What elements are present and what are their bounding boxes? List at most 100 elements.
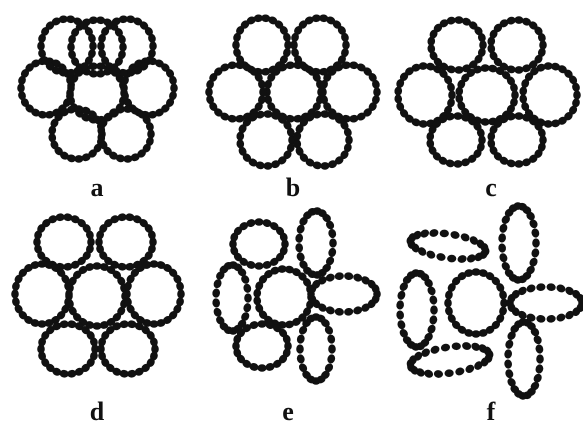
bead — [327, 247, 337, 258]
panel-b — [205, 14, 381, 170]
bead — [326, 334, 336, 345]
bead — [504, 359, 513, 369]
bead — [535, 364, 545, 375]
bead — [329, 238, 337, 247]
bead — [428, 295, 438, 306]
ring-f-2 — [498, 202, 541, 284]
panel-label-c: c — [485, 173, 497, 202]
bead — [428, 315, 438, 326]
bead — [555, 283, 567, 294]
bead — [123, 289, 131, 298]
bead — [440, 343, 451, 352]
bead — [257, 320, 266, 328]
panel-label-f: f — [487, 397, 496, 426]
bead — [451, 342, 461, 350]
bead — [254, 218, 263, 226]
bead — [212, 298, 221, 308]
bead — [334, 307, 344, 316]
bead — [546, 314, 556, 323]
bead — [450, 230, 461, 240]
bead — [535, 344, 545, 355]
bead — [344, 272, 354, 281]
bead — [65, 289, 73, 298]
bead — [212, 307, 223, 319]
ring-f-3 — [396, 269, 439, 351]
ring-d-6 — [97, 320, 159, 378]
bead — [296, 353, 306, 364]
panel-f — [396, 202, 583, 400]
bead — [11, 289, 19, 298]
bead — [257, 364, 266, 372]
panel-label-e: e — [282, 397, 294, 426]
bead — [327, 228, 337, 239]
bead — [296, 334, 306, 345]
bead — [448, 90, 456, 99]
bead — [242, 283, 252, 294]
ring-e-1 — [229, 218, 289, 270]
bead — [344, 307, 354, 316]
panel-a — [17, 15, 178, 163]
bead — [555, 312, 567, 323]
bead — [419, 228, 431, 239]
bead — [428, 228, 439, 238]
ring-f-4 — [506, 283, 583, 324]
bead — [295, 243, 304, 253]
ring-e-6 — [296, 313, 337, 385]
bead — [459, 232, 471, 243]
bead — [536, 283, 546, 292]
bead — [212, 278, 223, 290]
ring-d-3 — [11, 260, 73, 328]
bead — [457, 254, 468, 264]
bead — [436, 252, 447, 262]
bead — [440, 230, 449, 238]
ring-f-1 — [404, 224, 491, 268]
panel-label-a: a — [91, 173, 104, 202]
bead — [498, 243, 507, 253]
bead — [433, 369, 444, 378]
panel-e — [212, 207, 381, 385]
panel-label-b: b — [286, 173, 300, 202]
panel-d — [11, 213, 185, 378]
ring-e-2 — [295, 207, 337, 279]
bead — [425, 249, 437, 260]
ring-f-6 — [504, 318, 545, 400]
bead — [461, 341, 472, 351]
bead — [504, 368, 515, 379]
bead — [573, 90, 581, 99]
bead — [536, 354, 544, 363]
bead — [396, 300, 405, 310]
bead — [504, 349, 513, 359]
panel-label-d: d — [90, 397, 105, 426]
ring-f-0 — [444, 268, 508, 338]
bead — [498, 233, 507, 243]
bead — [464, 363, 476, 375]
bead — [530, 248, 540, 259]
bead — [334, 272, 344, 281]
bead — [530, 228, 540, 239]
bead — [212, 288, 221, 298]
bead — [396, 290, 407, 301]
bead — [546, 283, 556, 292]
bead — [444, 298, 452, 307]
bead — [177, 289, 185, 298]
bead — [444, 369, 454, 377]
bead — [295, 233, 304, 243]
bead — [296, 344, 304, 353]
bead — [396, 319, 407, 330]
ring-d-0 — [65, 262, 129, 330]
bead — [430, 305, 438, 314]
bead — [328, 344, 336, 353]
bead — [254, 262, 263, 270]
bead — [454, 366, 465, 376]
bead — [498, 223, 509, 234]
bead — [242, 302, 252, 313]
bead — [532, 238, 540, 247]
ring-d-4 — [123, 260, 185, 328]
bead — [326, 353, 336, 364]
bead — [525, 283, 537, 294]
bead — [396, 310, 405, 320]
ring-e-3 — [212, 261, 253, 335]
panel-c — [394, 16, 581, 168]
bead — [536, 314, 546, 323]
